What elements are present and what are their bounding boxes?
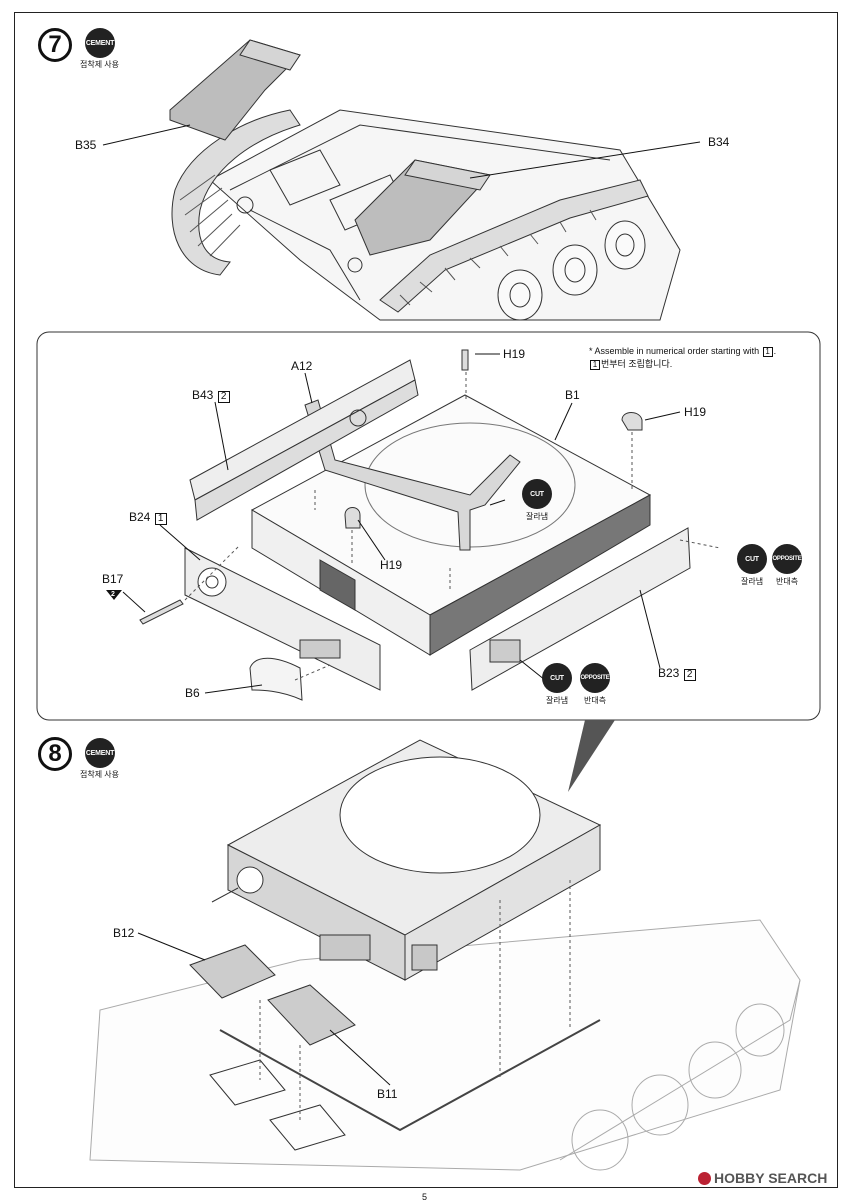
leader-a12 (304, 372, 313, 404)
step8-illustration (89, 739, 801, 1171)
leader-b35 (102, 124, 191, 146)
label-b17-order: 2 (111, 591, 115, 598)
opposite-badge-c: OPPOSITE (580, 663, 610, 693)
note-number: 1 (762, 347, 773, 357)
label-b17: B17 (102, 572, 124, 586)
label-b23: B23 2 (658, 666, 697, 681)
b17-marker (106, 590, 122, 600)
label-b11: B11 (377, 1087, 398, 1101)
label-b43: B43 2 (192, 388, 231, 403)
opposite-badge-c-sub: 반대측 (584, 696, 607, 705)
leader-b12 (137, 932, 206, 961)
label-b12: B12 (113, 926, 135, 940)
cut-badge-b: CUT (737, 544, 767, 574)
watermark-logo-icon (698, 1171, 711, 1185)
watermark: HOBBY SEARCH (698, 1170, 827, 1186)
step-7-number: 7 (38, 28, 72, 62)
watermark-text: HOBBY SEARCH (714, 1170, 828, 1186)
cut-badge-c-sub: 잘라냄 (546, 696, 569, 705)
leader-cut-a (489, 499, 506, 506)
cut-badge-b-sub: 잘라냄 (741, 577, 764, 586)
step-8-cement-badge: CEMENT (85, 738, 115, 768)
label-h19-top: H19 (503, 347, 526, 361)
step7-hull-illustration (169, 39, 681, 321)
leader-b17 (122, 591, 146, 613)
leader-b6 (204, 684, 263, 694)
label-b24-order: 1 (154, 513, 167, 525)
label-b24: B24 1 (129, 510, 168, 525)
callout-pointer (568, 720, 615, 792)
label-b23-order: 2 (683, 669, 696, 681)
note-prefix: * Assemble in numerical order starting w… (589, 346, 760, 356)
leader-h19-mid (357, 519, 386, 561)
leader-b34 (469, 141, 701, 179)
assembly-note: * Assemble in numerical order starting w… (589, 345, 776, 371)
page-number: 5 (422, 1192, 428, 1202)
leader-b24 (159, 524, 201, 561)
opposite-badge-b-sub: 반대측 (776, 577, 799, 586)
step-7-cement-sub: 접착제 사용 (80, 60, 120, 69)
leader-h19-right (644, 411, 681, 421)
leader-cut-c (519, 659, 546, 681)
cut-badge-a-sub: 잘라냄 (526, 512, 549, 521)
note-kr: 번부터 조립합니다. (601, 359, 673, 369)
note-kr-number: 1 (590, 360, 600, 370)
label-b6: B6 (185, 686, 200, 700)
label-b43-text: B43 (192, 388, 214, 402)
step-8-cement-sub: 접착제 사용 (80, 770, 120, 779)
label-b24-text: B24 (129, 510, 151, 524)
leader-b11 (329, 1029, 391, 1086)
leader-b1 (554, 402, 573, 441)
opposite-badge-b: OPPOSITE (772, 544, 802, 574)
label-h19-mid: H19 (380, 558, 403, 572)
note-suffix: . (773, 346, 777, 356)
step-8-number: 8 (38, 737, 72, 771)
step-7-cement-badge: CEMENT (85, 28, 115, 58)
label-b43-order: 2 (217, 391, 230, 403)
label-b34: B34 (708, 135, 730, 149)
label-h19-right: H19 (684, 405, 707, 419)
page-frame (14, 12, 838, 1188)
leader-b23 (639, 589, 661, 669)
label-b1: B1 (565, 388, 580, 402)
cut-badge-c: CUT (542, 663, 572, 693)
label-a12: A12 (291, 359, 313, 373)
label-b23-text: B23 (658, 666, 680, 680)
label-b35: B35 (75, 138, 97, 152)
leader-b43 (214, 401, 229, 471)
cut-badge-a: CUT (522, 479, 552, 509)
subassembly-illustration (139, 349, 721, 701)
